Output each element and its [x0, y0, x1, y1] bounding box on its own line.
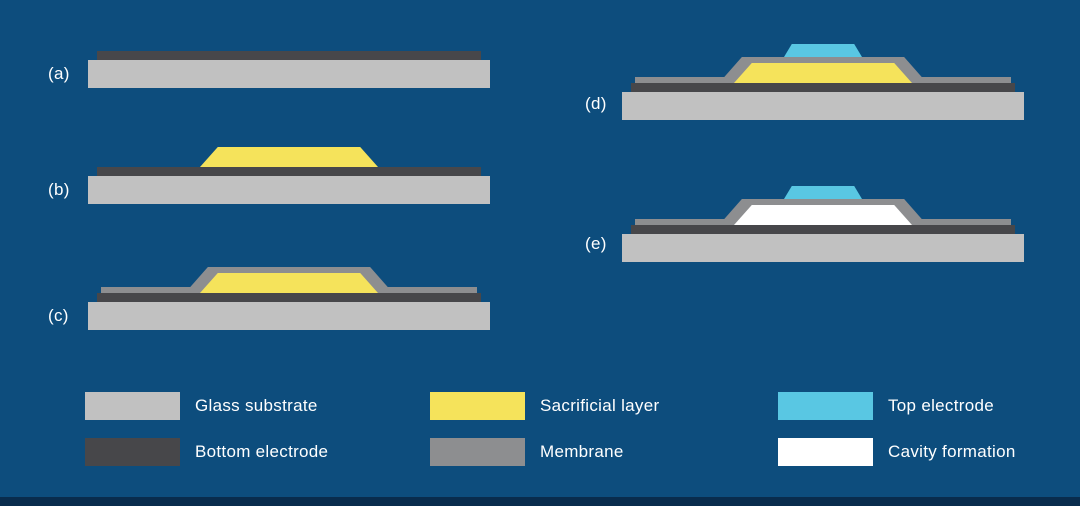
step-label-c: (c) — [48, 306, 69, 325]
process-step-c — [88, 250, 490, 330]
bottom-electrode-layer — [97, 51, 481, 60]
legend-label: Top electrode — [888, 396, 994, 415]
top-electrode-layer — [784, 44, 862, 57]
bottom-electrode-layer — [97, 167, 481, 176]
sacrificial-layer — [200, 273, 378, 293]
legend-swatch-bottom-electrode — [85, 438, 180, 466]
glass-substrate-layer — [88, 60, 490, 88]
top-electrode-layer — [784, 186, 862, 199]
step-label-b: (b) — [48, 180, 70, 199]
glass-substrate-layer — [88, 176, 490, 204]
glass-substrate-layer — [622, 234, 1024, 262]
footer-bar — [0, 497, 1080, 506]
glass-substrate-layer — [622, 92, 1024, 120]
legend-label: Bottom electrode — [195, 442, 329, 461]
legend-label: Glass substrate — [195, 396, 318, 415]
legend-item-glass-substrate: Glass substrate — [85, 392, 318, 420]
legend-item-top-electrode: Top electrode — [778, 392, 994, 420]
legend-swatch-top-electrode — [778, 392, 873, 420]
process-step-b — [88, 124, 490, 204]
legend-label: Sacrificial layer — [540, 396, 660, 415]
process-step-a — [88, 8, 490, 88]
sacrificial-layer — [200, 147, 378, 167]
legend-item-bottom-electrode: Bottom electrode — [85, 438, 328, 466]
legend-swatch-sacrificial-layer — [430, 392, 525, 420]
legend-swatch-cavity-formation — [778, 438, 873, 466]
legend-swatch-glass-substrate — [85, 392, 180, 420]
legend-swatch-membrane — [430, 438, 525, 466]
legend-item-cavity-formation: Cavity formation — [778, 438, 1016, 466]
step-label-d: (d) — [585, 94, 607, 113]
step-label-e: (e) — [585, 234, 607, 253]
bottom-electrode-layer — [631, 83, 1015, 92]
step-label-a: (a) — [48, 64, 70, 83]
sacrificial-layer — [734, 63, 912, 83]
glass-substrate-layer — [88, 302, 490, 330]
process-step-d — [622, 40, 1024, 120]
bottom-electrode-layer — [97, 293, 481, 302]
bottom-electrode-layer — [631, 225, 1015, 234]
process-step-e — [622, 182, 1024, 262]
legend-label: Cavity formation — [888, 442, 1016, 461]
cavity-layer — [734, 205, 912, 225]
legend-item-membrane: Membrane — [430, 438, 624, 466]
legend-label: Membrane — [540, 442, 624, 461]
legend-item-sacrificial-layer: Sacrificial layer — [430, 392, 659, 420]
